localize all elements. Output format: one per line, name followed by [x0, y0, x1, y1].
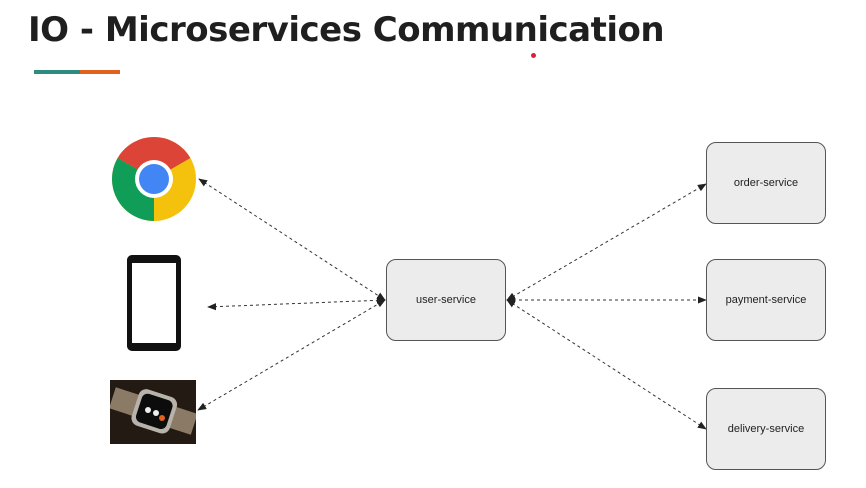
payment-service-node: payment-service — [706, 259, 826, 341]
connector-user-order — [506, 183, 707, 301]
smartphone-icon — [127, 255, 181, 351]
slide-title: IO - Microservices Communication — [28, 10, 665, 50]
connector-user-delivery — [506, 299, 707, 430]
connector-mobile-user — [207, 296, 386, 311]
smartwatch-icon — [110, 380, 196, 444]
order-service-node: order-service — [706, 142, 826, 224]
chrome-icon — [111, 136, 196, 221]
pointer-dot — [531, 53, 536, 58]
title-underline-orange — [80, 70, 120, 74]
user-service-node: user-service — [386, 259, 506, 341]
delivery-service-node: delivery-service — [706, 388, 826, 470]
title-underline-teal — [34, 70, 80, 74]
connector-browser-user — [198, 178, 386, 301]
connector-watch-user — [197, 299, 386, 411]
